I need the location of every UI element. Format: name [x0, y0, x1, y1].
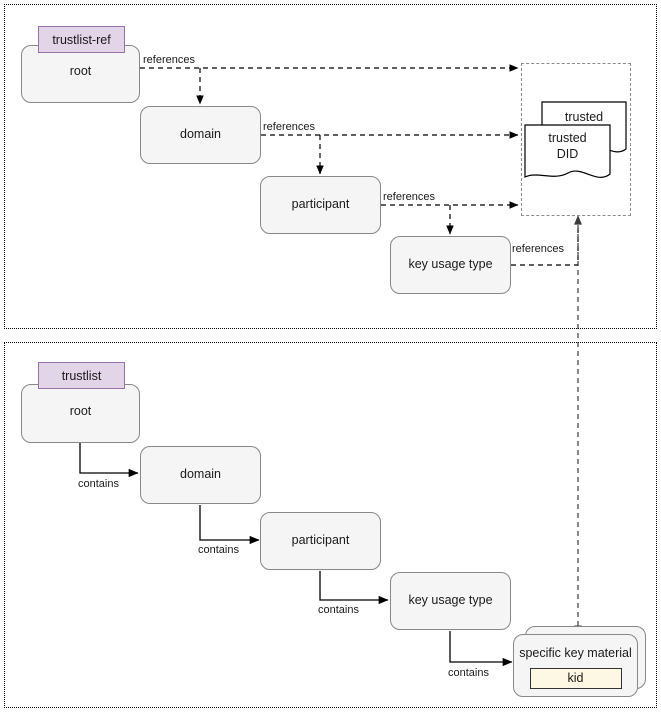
stereotype-tag-trustlist-label: trustlist — [61, 368, 102, 383]
node-participant-list-label: participant — [291, 533, 350, 548]
edge-label-contains-3: contains — [318, 604, 359, 616]
node-domain-list-label: domain — [180, 467, 221, 482]
chip-kid[interactable]: kid — [529, 667, 622, 690]
containment-panel-frame — [4, 342, 657, 708]
document-trusted-did-front-label: trusted DID — [548, 131, 587, 161]
node-key-usage-type-ref-label: key usage type — [408, 257, 493, 272]
node-root-list[interactable]: root — [21, 384, 140, 443]
node-key-usage-type-list-label: key usage type — [408, 593, 493, 608]
edge-label-contains-1: contains — [78, 478, 119, 490]
node-domain-ref-label: domain — [180, 127, 221, 142]
node-participant-ref[interactable]: participant — [260, 176, 381, 234]
reference-panel-frame — [4, 4, 657, 329]
edge-label-references-3: references — [383, 191, 435, 203]
node-participant-list[interactable]: participant — [260, 512, 381, 570]
node-root-ref[interactable]: root — [21, 45, 140, 103]
edge-label-references-4: references — [512, 243, 564, 255]
node-participant-ref-label: participant — [291, 197, 350, 212]
node-root-ref-label: root — [69, 64, 92, 79]
edge-label-contains-2: contains — [198, 544, 239, 556]
stereotype-tag-trustlist[interactable]: trustlist — [38, 362, 125, 389]
node-specific-key-material[interactable]: specific key material kid — [513, 634, 638, 697]
node-domain-ref[interactable]: domain — [140, 106, 261, 164]
edge-label-contains-4: contains — [448, 667, 489, 679]
document-trusted-did-front[interactable] — [524, 124, 611, 188]
node-key-usage-type-ref[interactable]: key usage type — [390, 236, 511, 294]
stereotype-tag-trustlist-ref[interactable]: trustlist-ref — [38, 26, 125, 53]
edge-label-references-2: references — [263, 121, 315, 133]
node-key-usage-type-list[interactable]: key usage type — [390, 572, 511, 630]
stereotype-tag-trustlist-ref-label: trustlist-ref — [52, 32, 111, 47]
node-domain-list[interactable]: domain — [140, 446, 261, 504]
document-trusted-back-label: trusted — [564, 110, 604, 124]
node-specific-key-material-label: specific key material — [519, 645, 632, 660]
edge-label-references-1: references — [143, 54, 195, 66]
trusted-did-container — [521, 63, 631, 216]
node-root-list-label: root — [69, 404, 92, 419]
